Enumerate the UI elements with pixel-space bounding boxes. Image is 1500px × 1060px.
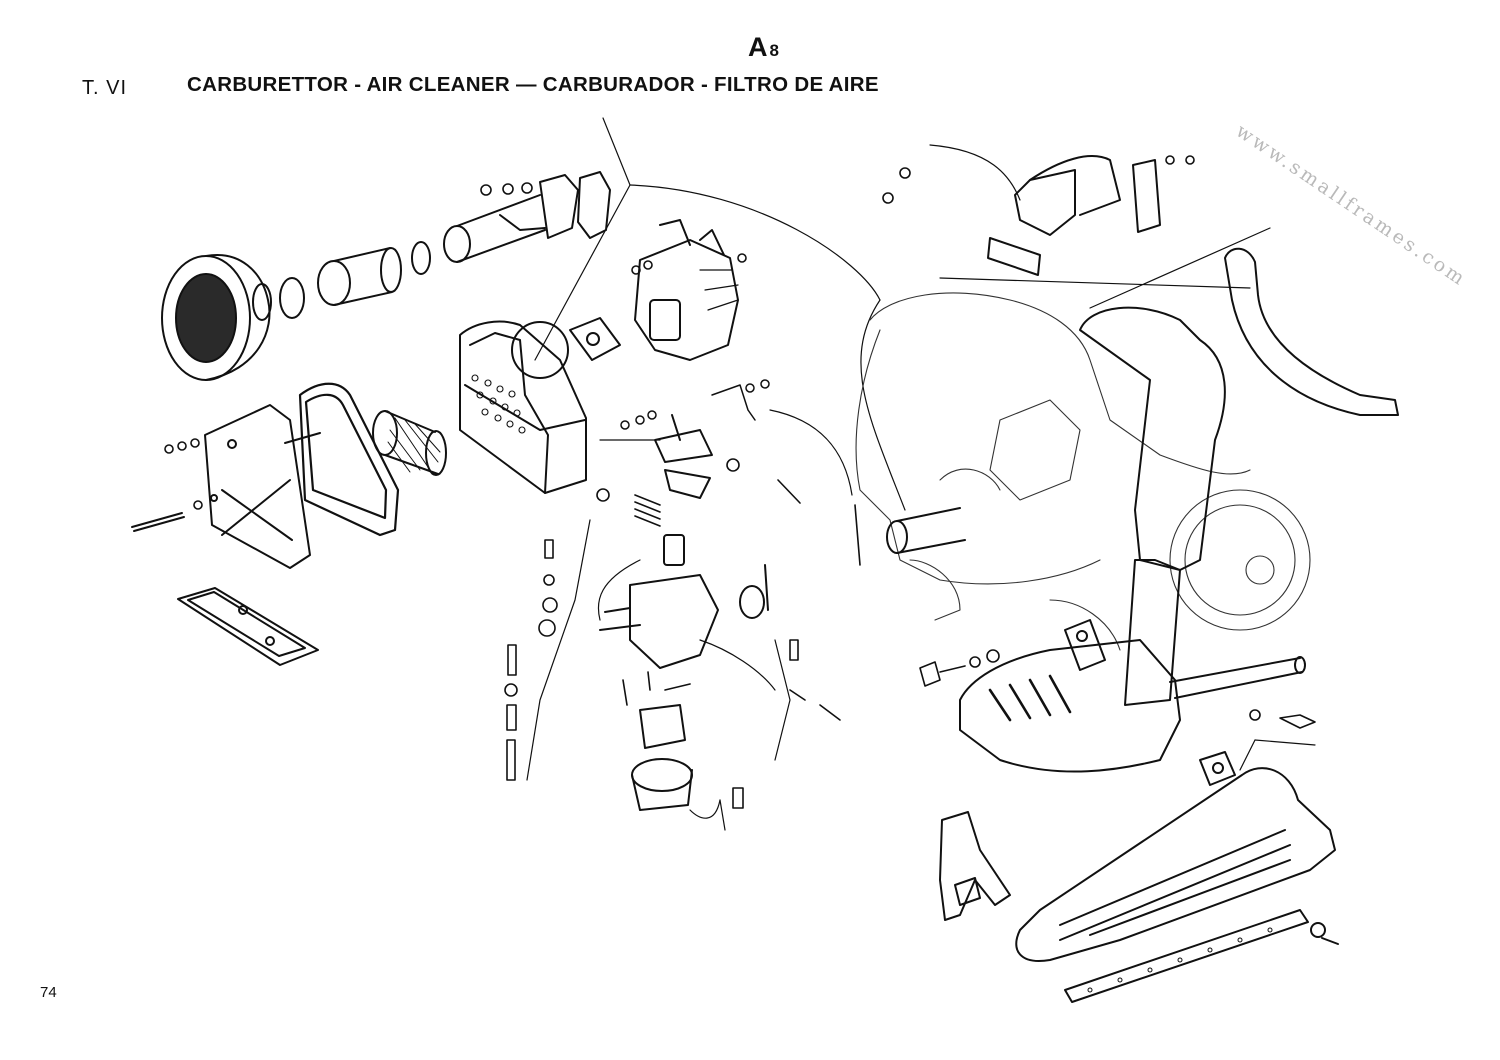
- intake-gasket: [578, 172, 610, 238]
- intake-o-ring: [412, 242, 430, 274]
- page-number: 74: [40, 984, 57, 1001]
- exhaust-flange-gasket: [1200, 752, 1235, 785]
- silencer-body: [960, 620, 1180, 772]
- carb-small-parts: [505, 459, 860, 808]
- exhaust-silencer: [920, 308, 1338, 1002]
- intake-tube-long: [444, 175, 578, 262]
- engine-outline: [856, 293, 1310, 650]
- perforated-tailpipe: [1065, 910, 1338, 1002]
- silencer-tailpipe: [1170, 657, 1305, 698]
- intake-stub-pipe: [887, 508, 965, 553]
- intake-nuts: [481, 183, 532, 195]
- carburettor-upper: [570, 220, 746, 360]
- silencer-riser-pipe: [1080, 308, 1225, 705]
- air-intake-assembly: [162, 172, 610, 380]
- mounting-bolts: [920, 650, 1315, 728]
- air-intake-rubber-bellow: [162, 255, 271, 380]
- intake-ring: [280, 278, 304, 318]
- intake-tube-short: [318, 248, 401, 305]
- air-cleaner-bracket: [205, 405, 310, 568]
- leader-lines: [527, 118, 1315, 830]
- bracket-stud: [285, 433, 320, 443]
- air-cleaner-assembly: [132, 322, 586, 665]
- float-bowl: [632, 705, 692, 810]
- section-code-number: 8: [769, 41, 779, 60]
- air-cleaner-base-tray: [178, 588, 318, 665]
- air-cleaner-washers: [165, 439, 202, 509]
- section-code-letter: A: [748, 32, 768, 62]
- exhaust-manifold: [883, 156, 1194, 275]
- carb-lever: [655, 415, 712, 462]
- split-pin: [132, 513, 184, 531]
- air-cleaner-seal: [300, 384, 398, 535]
- silencer-bracket: [940, 812, 1010, 920]
- rear-silencer: [1016, 768, 1335, 961]
- carburettor-lower: [505, 380, 860, 810]
- air-filter-mesh: [373, 411, 446, 475]
- air-cleaner-housing: [460, 322, 586, 493]
- carb-link-parts: [621, 380, 769, 429]
- page-title: CARBURETTOR - AIR CLEANER — CARBURADOR -…: [187, 73, 879, 96]
- exhaust-downpipe: [1225, 249, 1398, 415]
- carb-spring: [635, 495, 660, 526]
- table-reference: T. VI: [82, 77, 128, 99]
